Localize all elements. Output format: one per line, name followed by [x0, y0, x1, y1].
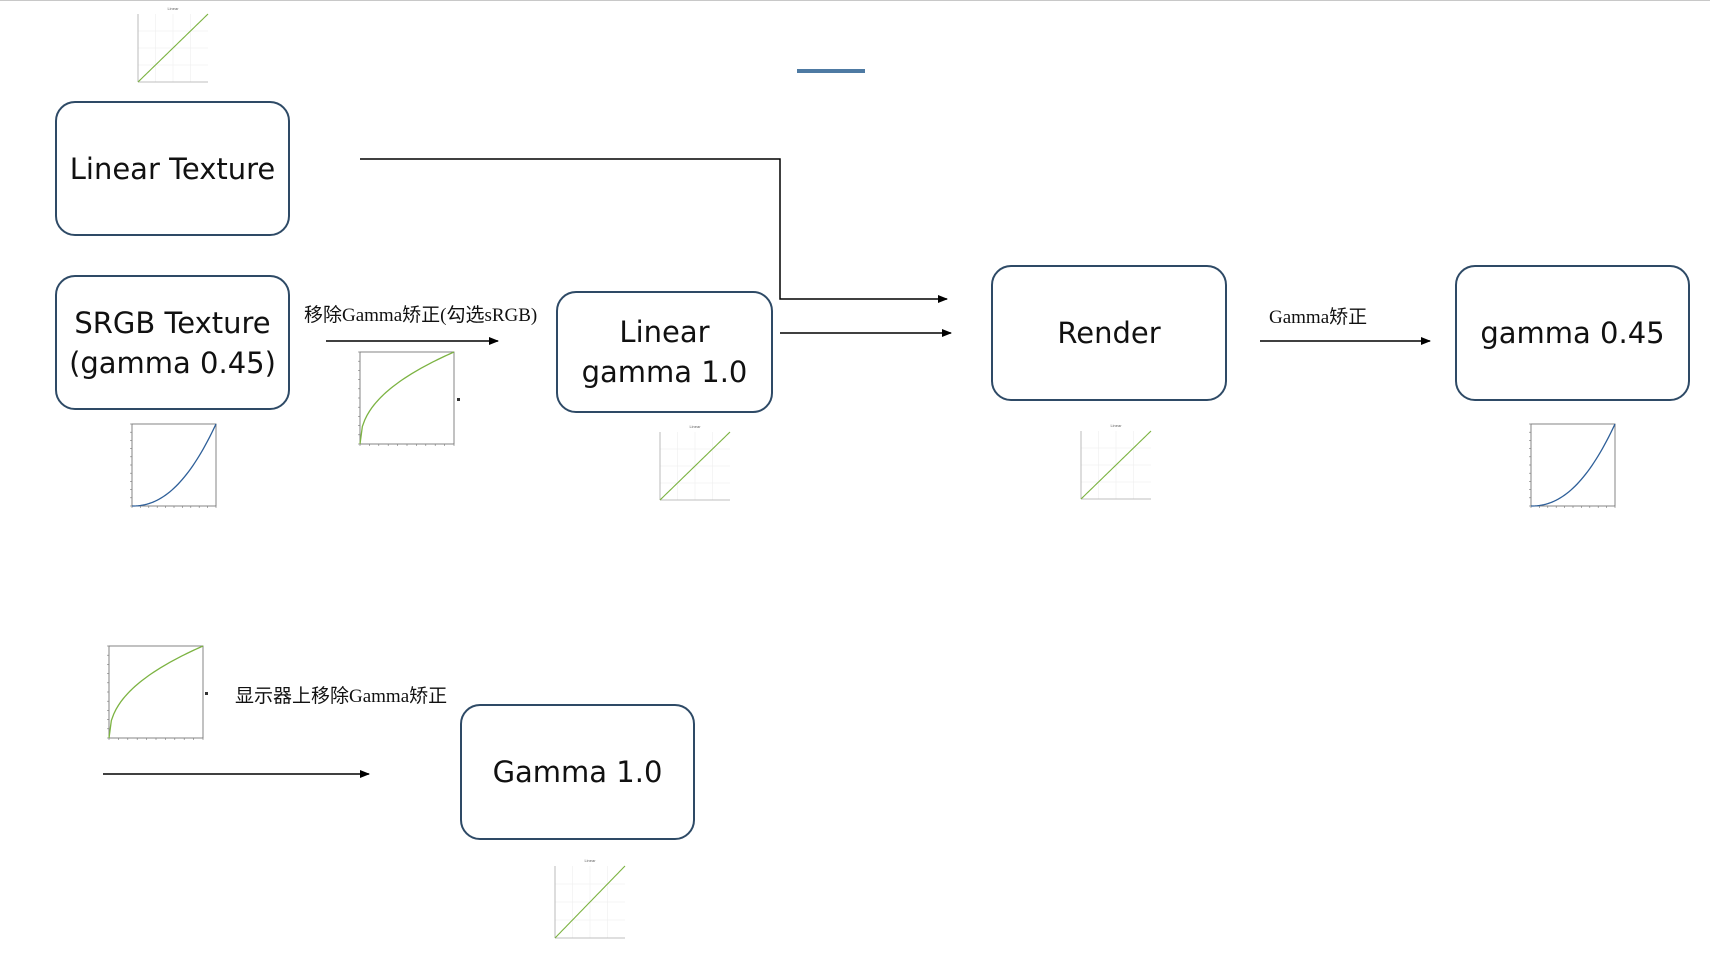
curve-line: [1530, 423, 1616, 507]
gamma-045-label: gamma 0.45: [1480, 316, 1665, 350]
curve-line: [359, 351, 455, 445]
gamma-10-node: Gamma 1.0: [460, 704, 695, 840]
render-label: Render: [1057, 316, 1161, 350]
linear-curve-thumbnail: Linear: [137, 6, 209, 83]
display-remove-gamma-label: 显示器上移除Gamma矫正: [235, 686, 448, 707]
gamma-encode-curve-thumbnail: [107, 645, 204, 740]
gamma-correction-label: Gamma矫正: [1269, 307, 1368, 328]
linear-texture-label: Linear Texture: [69, 151, 276, 186]
gamma-decode-curve-thumbnail: [1529, 423, 1616, 508]
linear-gamma-node: Linear gamma 1.0: [556, 291, 773, 413]
thumbnail-title: Linear: [1110, 423, 1122, 428]
gamma-encode-curve-thumbnail: [358, 351, 455, 446]
srgb-texture-gamma-label: (gamma 0.45): [69, 345, 276, 380]
linear-texture-node: Linear Texture: [55, 101, 290, 236]
curve-line: [554, 865, 626, 939]
linear-texture-to-render-arrow: [360, 158, 948, 303]
remove-gamma-srgb-label: 移除Gamma矫正(勾选sRGB): [304, 305, 538, 326]
gamma-decode-curve-thumbnail: [130, 423, 217, 508]
render-node: Render: [991, 265, 1227, 401]
linear-gamma-line2: gamma 1.0: [581, 355, 748, 389]
curve-line: [108, 645, 204, 739]
dot-marker: [457, 398, 460, 401]
srgb-texture-node: SRGB Texture (gamma 0.45): [55, 275, 290, 410]
curve-line: [131, 423, 217, 507]
thumbnail-title: Linear: [689, 424, 701, 429]
curve-line: [659, 431, 731, 501]
linear-curve-thumbnail: Linear: [659, 424, 731, 501]
linear-curve-thumbnail: Linear: [554, 858, 626, 939]
dot-marker: [205, 692, 208, 695]
linear-gamma-line1: Linear: [619, 315, 710, 349]
gamma-10-label: Gamma 1.0: [492, 755, 663, 789]
thumbnail-title: Linear: [167, 6, 179, 11]
curve-line: [137, 13, 209, 83]
curve-line: [1080, 430, 1152, 500]
top-border: [0, 0, 1710, 1]
linear-curve-thumbnail: Linear: [1080, 423, 1152, 500]
thumbnail-title: Linear: [584, 858, 596, 863]
srgb-texture-label: SRGB Texture: [74, 305, 271, 340]
gamma-045-node: gamma 0.45: [1455, 265, 1690, 401]
accent-bar: [797, 69, 865, 73]
